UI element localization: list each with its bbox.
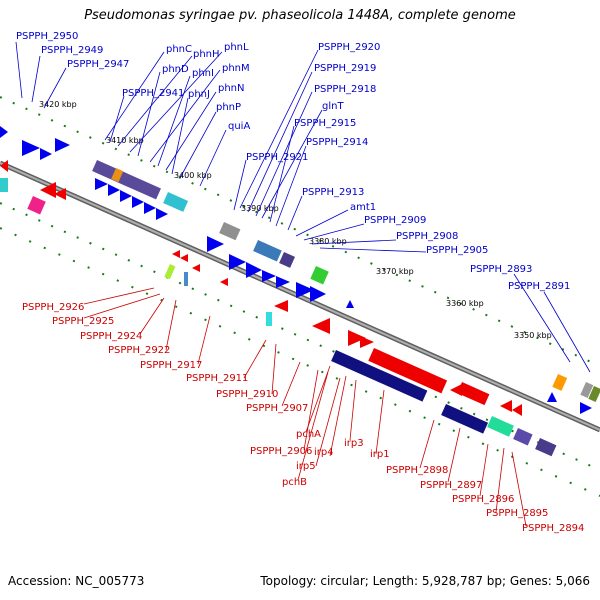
tick-label: 3420 kbp xyxy=(39,100,77,109)
accession-text: Accession: NC_005773 xyxy=(8,574,145,588)
gene-label: phnC xyxy=(166,44,192,55)
gene-label: PSPPH_2921 xyxy=(246,152,308,163)
gene-label: phnH xyxy=(193,49,220,60)
gene-label: phnL xyxy=(224,42,249,53)
gene-arrow xyxy=(0,126,8,138)
gene-label: PSPPH_2918 xyxy=(314,84,376,95)
gene-label: phnJ xyxy=(188,89,210,100)
gene-label: phnD xyxy=(162,64,189,75)
gene-label: PSPPH_2941 xyxy=(122,88,184,99)
gene-label: PSPPH_2926 xyxy=(22,302,84,313)
gene-arrow xyxy=(55,138,70,152)
gene-label: PSPPH_2906 xyxy=(250,446,312,457)
gene-arrow xyxy=(22,140,40,156)
tick-label: 3350 kbp xyxy=(514,331,552,340)
gene-label: PSPPH_2910 xyxy=(216,389,278,400)
gene-label: phnP xyxy=(216,102,241,113)
gene-label: quiA xyxy=(228,121,250,132)
gene-label: PSPPH_2913 xyxy=(302,187,364,198)
tick-track-outer xyxy=(0,96,600,367)
gene-label: PSPPH_2911 xyxy=(186,373,248,384)
gene-label: PSPPH_2908 xyxy=(396,231,458,242)
tick-label: 3410 kbp xyxy=(106,136,144,145)
backbone xyxy=(0,160,600,433)
gene-label: PSPPH_2891 xyxy=(508,281,570,292)
gene-label: PSPPH_2905 xyxy=(426,245,488,256)
gene-label: pchA xyxy=(296,429,321,440)
gene-label: PSPPH_2909 xyxy=(364,215,426,226)
gene-label: PSPPH_2895 xyxy=(486,508,548,519)
gene-label: PSPPH_2907 xyxy=(246,403,308,414)
gene-label: PSPPH_2897 xyxy=(420,480,482,491)
gene-block-phn xyxy=(92,159,161,200)
gene-block xyxy=(111,168,124,183)
gene-label: PSPPH_2922 xyxy=(108,345,170,356)
gene-label: PSPPH_2898 xyxy=(386,465,448,476)
gene-label: PSPPH_2893 xyxy=(470,264,532,275)
gene-label: irp4 xyxy=(314,447,334,458)
gene-label: PSPPH_2915 xyxy=(294,118,356,129)
gene-label: irp5 xyxy=(296,461,316,472)
kbp-tick-labels: 3420 kbp 3410 kbp 3400 kbp 3390 kbp 3380… xyxy=(39,100,552,340)
gene-label: phnM xyxy=(222,63,250,74)
reverse-labels: PSPPH_2926 PSPPH_2925 PSPPH_2924 PSPPH_2… xyxy=(22,302,584,534)
map-title: Pseudomonas syringae pv. phaseolicola 14… xyxy=(84,8,516,23)
gene-label: PSPPH_2896 xyxy=(452,494,514,505)
forward-label-leaders xyxy=(15,41,591,373)
gene-label: irp1 xyxy=(370,449,390,460)
gene-label: PSPPH_2920 xyxy=(318,42,380,53)
gene-label: PSPPH_2925 xyxy=(52,316,114,327)
gene-arrow xyxy=(40,148,52,160)
tick-label: 3360 kbp xyxy=(446,299,484,308)
gene-block xyxy=(163,191,189,212)
tick-label: 3380 kbp xyxy=(309,237,347,246)
forward-labels: PSPPH_2950 PSPPH_2949 PSPPH_2947 phnC ph… xyxy=(16,31,570,292)
forward-features[interactable] xyxy=(0,126,600,414)
tick-label: 3400 kbp xyxy=(174,171,212,180)
gene-label: pchB xyxy=(282,477,307,488)
gene-label: PSPPH_2924 xyxy=(80,331,142,342)
reverse-label-leaders xyxy=(83,287,527,527)
gene-label: PSPPH_2894 xyxy=(522,523,584,534)
gene-label: phnI xyxy=(192,68,214,79)
gene-label: PSPPH_2919 xyxy=(314,63,376,74)
gene-label: PSPPH_2917 xyxy=(140,360,202,371)
gene-label: PSPPH_2947 xyxy=(67,59,129,70)
gene-label: glnT xyxy=(322,101,344,112)
gene-label: amt1 xyxy=(350,202,376,213)
tick-label: 3370 kbp xyxy=(376,267,414,276)
gene-label: PSPPH_2914 xyxy=(306,137,368,148)
gene-label: irp3 xyxy=(344,438,364,449)
gene-label: PSPPH_2949 xyxy=(41,45,103,56)
gene-label: phnN xyxy=(218,83,245,94)
gene-label: PSPPH_2950 xyxy=(16,31,78,42)
genome-summary-text: Topology: circular; Length: 5,928,787 bp… xyxy=(260,574,590,588)
tick-label: 3390 kbp xyxy=(241,204,279,213)
reverse-features[interactable] xyxy=(0,160,557,457)
